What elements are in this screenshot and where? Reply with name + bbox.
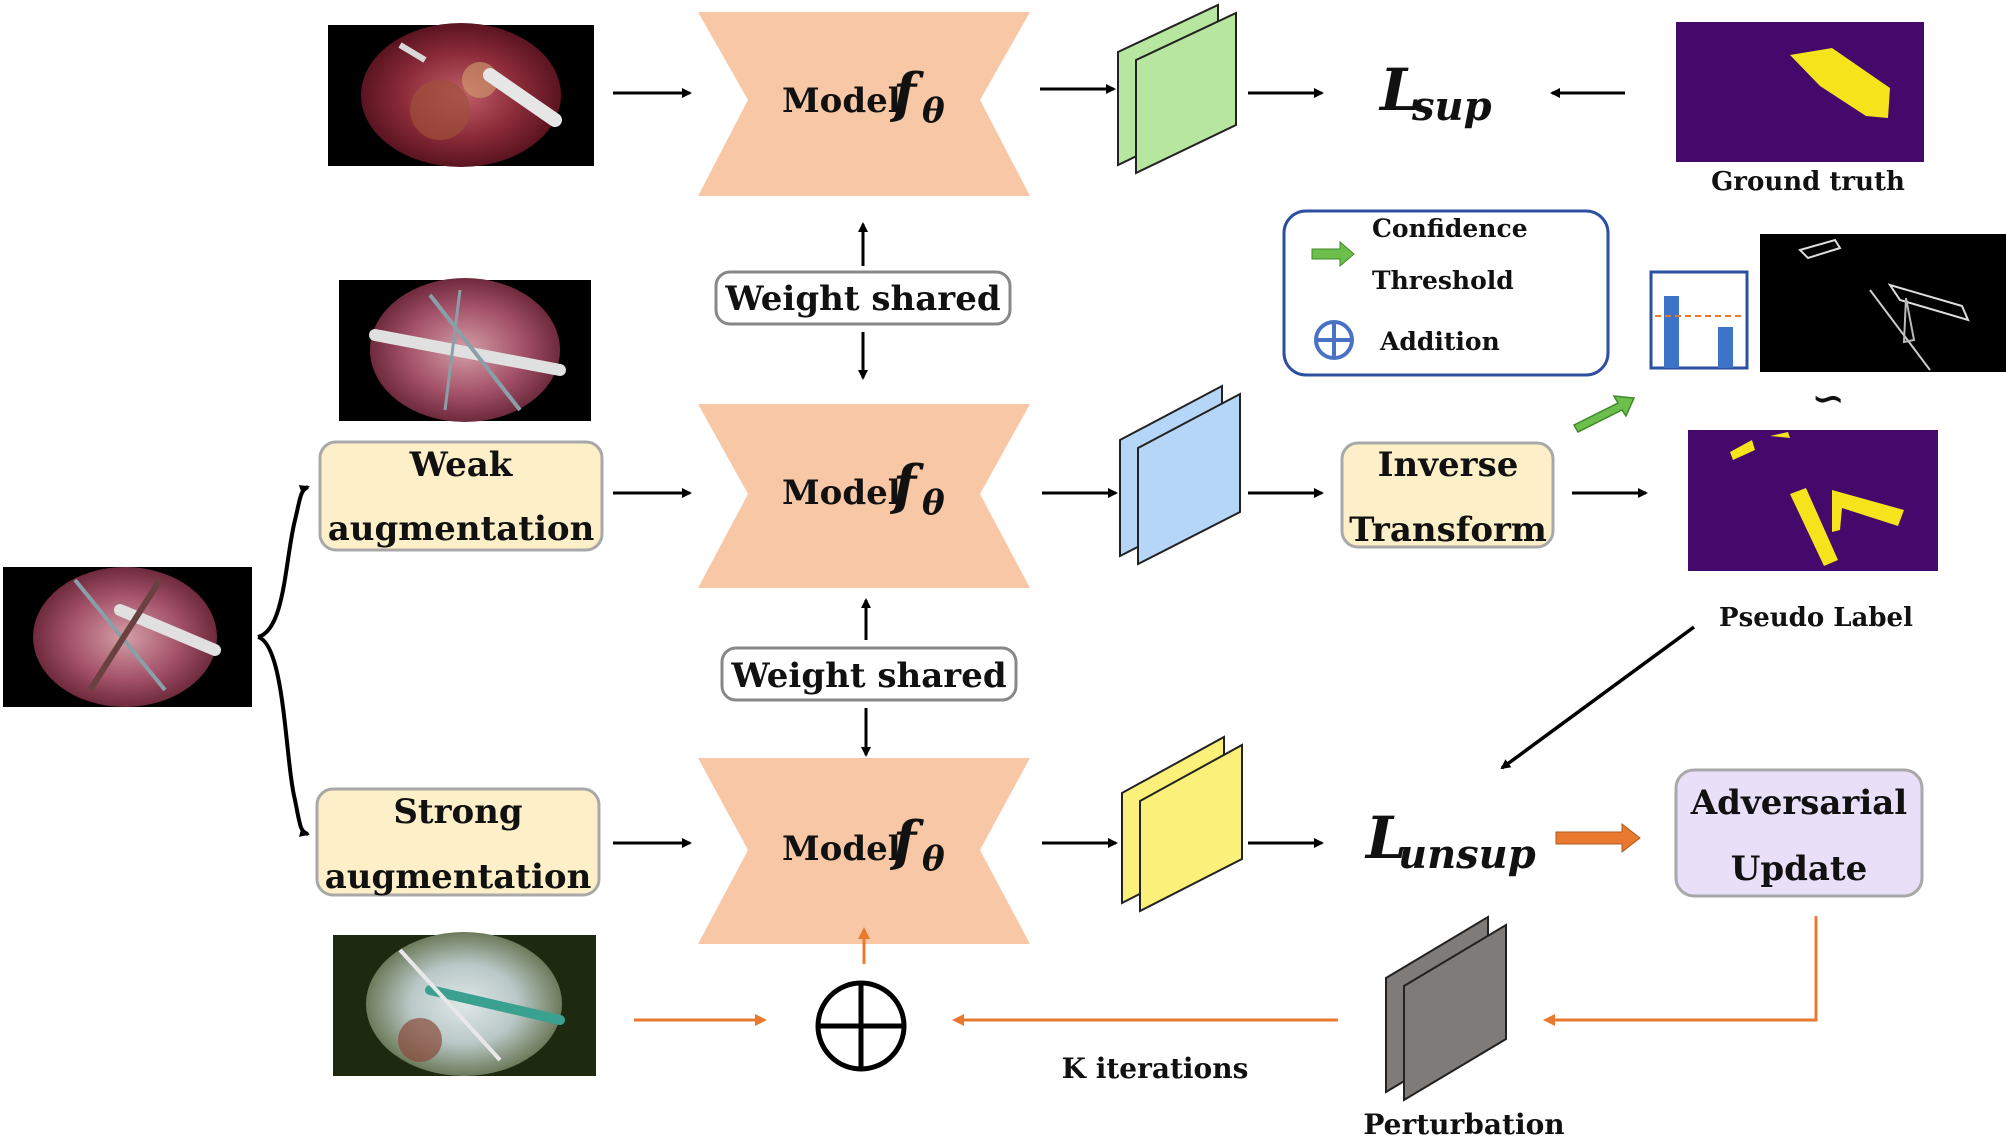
svg-text:θ: θ — [922, 483, 945, 523]
adversarial-update-line1: Adversarial — [1690, 783, 1907, 823]
pseudo-label-mask — [1688, 430, 1938, 571]
weak-aug-line2: augmentation — [328, 509, 595, 549]
svg-text:Model: Model — [782, 81, 901, 121]
orange-arrow-to-adversarial — [1555, 822, 1641, 854]
model-top — [698, 12, 1030, 196]
model-bottom — [698, 758, 1030, 944]
model-mid — [698, 404, 1030, 588]
legend-addition-icon — [1314, 320, 1354, 360]
svg-text:θ: θ — [922, 91, 945, 131]
arrow-pseudo-lunsup — [1500, 625, 1696, 770]
svg-text:unsup: unsup — [1398, 831, 1536, 878]
legend-confidence-line1: Confidence — [1372, 214, 1528, 243]
loss-sup: L sup — [1378, 56, 1492, 130]
inverse-transform-line2: Transform — [1349, 510, 1547, 550]
branch-arrow-down — [257, 635, 310, 837]
adversarial-update-line2: Update — [1731, 849, 1868, 889]
strong-aug-line1: Strong — [393, 792, 522, 832]
legend-confidence-line2: Threshold — [1372, 266, 1514, 295]
ground-truth-mask — [1676, 22, 1924, 162]
perturbation-label: Perturbation — [1363, 1108, 1564, 1136]
legend-box — [1282, 209, 1610, 377]
ground-truth-label: Ground truth — [1711, 167, 1905, 197]
svg-text:Model: Model — [782, 829, 901, 869]
green-arrow-to-threshold — [1572, 395, 1636, 433]
addition-operator — [815, 980, 907, 1072]
weak-aug-image — [339, 278, 591, 422]
strong-aug-line2: augmentation — [325, 857, 592, 897]
feature-stack-green — [1117, 3, 1237, 175]
loss-unsup: L unsup — [1364, 804, 1536, 878]
weight-shared-box-bottom — [720, 646, 1018, 702]
svg-text:L: L — [1364, 804, 1407, 872]
feature-stack-gray-perturbation — [1385, 915, 1507, 1102]
input-image-left — [3, 567, 252, 707]
svg-text:L: L — [1378, 56, 1421, 124]
input-image-top — [328, 23, 594, 167]
adversarial-update-box — [1674, 768, 1924, 898]
feature-stack-yellow — [1121, 735, 1243, 913]
weight-shared-label-bottom: Weight shared — [730, 656, 1006, 696]
svg-text:θ: θ — [922, 839, 945, 879]
edge-map-image — [1760, 234, 2006, 372]
feature-stack-blue — [1119, 384, 1241, 566]
strong-aug-image — [333, 932, 596, 1076]
k-iterations-label: K iterations — [1062, 1052, 1249, 1085]
pseudo-label-label: Pseudo Label — [1719, 603, 1913, 633]
legend-addition-label: Addition — [1379, 327, 1500, 356]
approx-symbol: ∽ — [1811, 375, 1845, 422]
green-arrow-icon — [1311, 240, 1355, 268]
orange-arrow-adv-to-pert — [1543, 916, 1818, 1026]
weak-aug-box — [318, 440, 604, 552]
svg-text:Model: Model — [782, 473, 901, 513]
weak-aug-line1: Weak — [409, 445, 514, 485]
strong-aug-box — [315, 787, 601, 897]
inverse-transform-box — [1340, 441, 1555, 549]
weight-shared-box-top — [714, 270, 1012, 326]
branch-arrow-up — [257, 485, 310, 639]
weight-shared-label-top: Weight shared — [724, 279, 1000, 319]
svg-text:sup: sup — [1411, 83, 1492, 130]
threshold-mini-chart — [1649, 270, 1749, 370]
inverse-transform-line1: Inverse — [1378, 445, 1519, 485]
